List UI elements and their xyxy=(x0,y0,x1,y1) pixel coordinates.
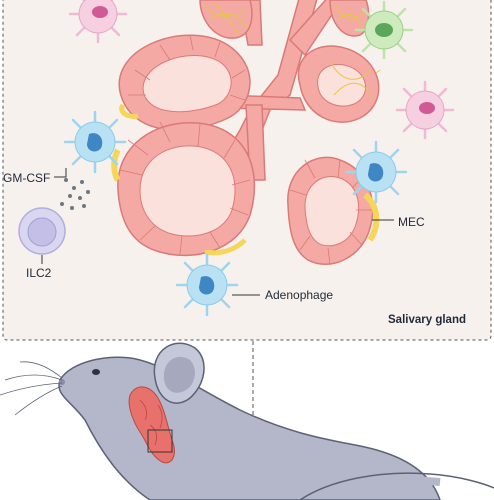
leader-lines xyxy=(41,168,394,296)
gm-csf-particles xyxy=(60,178,90,210)
gm-csf-leader xyxy=(54,168,67,178)
zoom-box xyxy=(147,429,173,453)
acinus-lower-left xyxy=(111,122,256,257)
gm-csf-label: GM-CSF xyxy=(3,171,51,185)
adenophage-left xyxy=(63,110,127,174)
ilc2-label: ILC2 xyxy=(26,266,52,280)
acinus-upper-left xyxy=(118,34,251,131)
green-cell xyxy=(354,0,414,60)
panel-title: Salivary gland xyxy=(388,314,466,326)
ilc2-cell xyxy=(18,207,66,255)
mec-label: MEC xyxy=(398,215,425,229)
pink-cell-top xyxy=(68,0,128,44)
acinus-upper-right xyxy=(297,45,380,123)
adenophage-label: Adenophage xyxy=(265,288,334,302)
mouse-icon xyxy=(0,342,494,500)
adenophage-bottom xyxy=(175,253,239,317)
gland-acini-top xyxy=(199,0,370,39)
pink-cell-right xyxy=(395,80,455,140)
adenophage-right xyxy=(344,140,408,204)
